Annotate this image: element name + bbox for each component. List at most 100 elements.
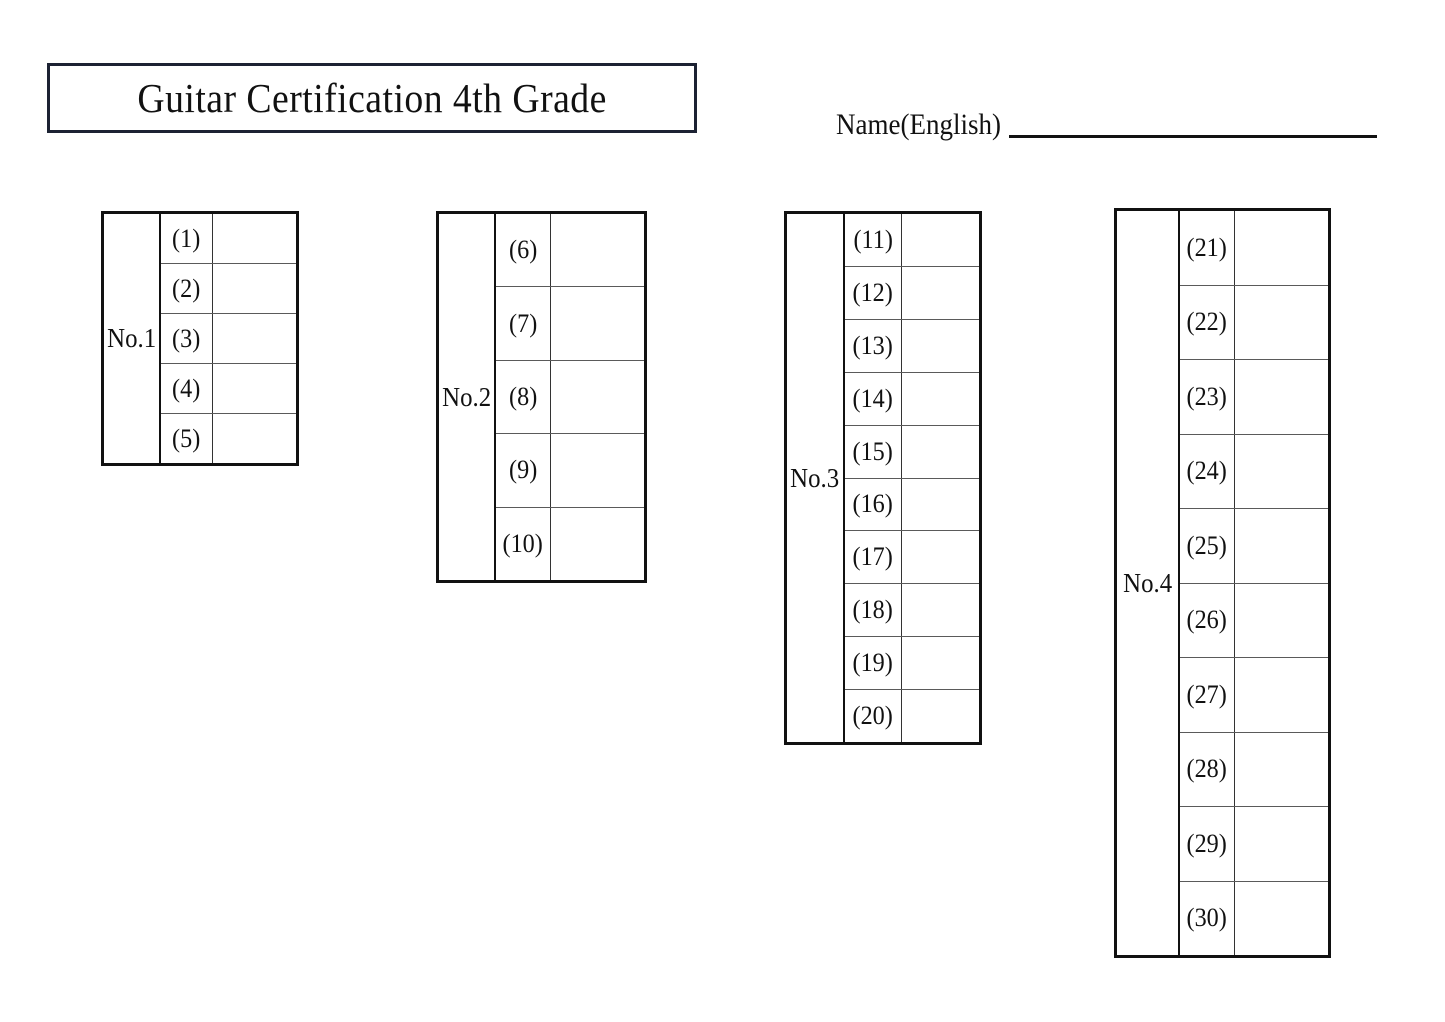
answer-cell[interactable]	[551, 507, 644, 581]
question-number: (19)	[852, 648, 894, 678]
answer-cell[interactable]	[902, 531, 979, 584]
answer-cell[interactable]	[213, 214, 296, 263]
table-row: (17)	[845, 531, 979, 585]
answer-cell[interactable]	[1235, 732, 1328, 806]
answer-cell[interactable]	[213, 364, 296, 413]
table-row: (7)	[496, 287, 644, 361]
name-field: Name(English)	[836, 100, 1378, 140]
table-row: (15)	[845, 425, 979, 479]
table-label-cell-no1: No.1	[104, 214, 161, 463]
question-number-cell: (9)	[496, 434, 551, 507]
answer-cell[interactable]	[551, 360, 644, 434]
answer-cell[interactable]	[1235, 807, 1328, 881]
table-row: (2)	[161, 264, 296, 314]
table-row: (22)	[1180, 285, 1328, 360]
question-number-cell: (30)	[1180, 881, 1235, 955]
table-row: (19)	[845, 637, 979, 691]
question-number: (6)	[508, 235, 538, 265]
page-title: Guitar Certification 4th Grade	[137, 74, 607, 121]
table-row: (10)	[496, 507, 644, 581]
question-number-cell: (8)	[496, 360, 551, 434]
question-number-cell: (19)	[845, 637, 902, 690]
question-number-cell: (10)	[496, 507, 551, 581]
question-number: (12)	[852, 277, 894, 307]
answer-cell[interactable]	[902, 319, 979, 372]
question-number-cell: (3)	[161, 314, 213, 363]
table-row: (28)	[1180, 732, 1328, 807]
table-row: (27)	[1180, 658, 1328, 733]
question-number: (10)	[502, 528, 544, 558]
answer-cell[interactable]	[902, 478, 979, 531]
question-number-cell: (15)	[845, 425, 902, 478]
table-row: (18)	[845, 584, 979, 638]
table-row: (29)	[1180, 807, 1328, 882]
answer-cell[interactable]	[902, 214, 979, 266]
question-number-cell: (11)	[845, 214, 902, 266]
question-number-cell: (22)	[1180, 285, 1235, 359]
question-number: (5)	[172, 423, 201, 453]
question-number: (25)	[1186, 530, 1228, 560]
answer-cell[interactable]	[902, 584, 979, 637]
answer-cell[interactable]	[213, 414, 296, 463]
question-number-cell: (26)	[1180, 583, 1235, 657]
answer-cell[interactable]	[551, 434, 644, 507]
table-row: (8)	[496, 360, 644, 435]
table-row: (11)	[845, 214, 979, 267]
question-number-cell: (25)	[1180, 509, 1235, 583]
question-number: (24)	[1186, 456, 1228, 486]
question-number-cell: (6)	[496, 214, 551, 287]
question-number-cell: (14)	[845, 372, 902, 425]
answer-cell[interactable]	[1235, 658, 1328, 732]
answer-cell[interactable]	[1235, 285, 1328, 359]
table-label-no3: No.3	[790, 462, 840, 493]
answer-cell[interactable]	[1235, 211, 1328, 285]
answer-cell[interactable]	[551, 287, 644, 360]
table-row: (26)	[1180, 583, 1328, 658]
answer-cell[interactable]	[902, 637, 979, 690]
question-number: (27)	[1186, 679, 1228, 709]
answer-cell[interactable]	[902, 425, 979, 478]
question-number: (20)	[852, 701, 894, 731]
answer-cell[interactable]	[1235, 509, 1328, 583]
question-number-cell: (5)	[161, 414, 213, 463]
table-label-cell-no2: No.2	[439, 214, 496, 580]
name-input-blank[interactable]	[1009, 135, 1378, 138]
answer-cell[interactable]	[213, 264, 296, 313]
answer-table-no4: No.4 (21) (22) (23) (24)	[1114, 208, 1331, 958]
answer-cell[interactable]	[902, 266, 979, 319]
question-number-cell: (17)	[845, 531, 902, 584]
answer-cell[interactable]	[213, 314, 296, 363]
question-number: (18)	[852, 595, 894, 625]
question-number: (16)	[852, 489, 894, 519]
table-row: (24)	[1180, 434, 1328, 509]
table-rows-no3: (11) (12) (13) (14) (15)	[845, 214, 979, 743]
question-number-cell: (18)	[845, 584, 902, 637]
question-number: (14)	[852, 383, 894, 413]
question-number: (1)	[172, 223, 201, 253]
table-label-no4: No.4	[1123, 567, 1172, 598]
answer-cell[interactable]	[902, 690, 979, 743]
question-number-cell: (23)	[1180, 360, 1235, 434]
question-number: (2)	[172, 273, 201, 303]
answer-cell[interactable]	[551, 214, 644, 287]
table-row: (14)	[845, 372, 979, 426]
question-number: (29)	[1186, 828, 1228, 858]
question-number: (9)	[508, 455, 538, 485]
question-number: (11)	[853, 224, 893, 254]
question-number: (26)	[1186, 605, 1228, 635]
table-label-cell-no4: No.4	[1117, 211, 1180, 955]
answer-cell[interactable]	[1235, 434, 1328, 508]
answer-cell[interactable]	[1235, 583, 1328, 657]
question-number: (23)	[1186, 381, 1228, 411]
table-row: (30)	[1180, 881, 1328, 955]
table-rows-no4: (21) (22) (23) (24) (25)	[1180, 211, 1328, 955]
question-number-cell: (21)	[1180, 211, 1235, 285]
answer-cell[interactable]	[1235, 360, 1328, 434]
table-label-no1: No.1	[107, 323, 156, 353]
table-row: (1)	[161, 214, 296, 264]
question-number: (8)	[508, 382, 538, 412]
answer-cell[interactable]	[1235, 881, 1328, 955]
question-number-cell: (24)	[1180, 434, 1235, 508]
question-number-cell: (1)	[161, 214, 213, 263]
answer-cell[interactable]	[902, 372, 979, 425]
